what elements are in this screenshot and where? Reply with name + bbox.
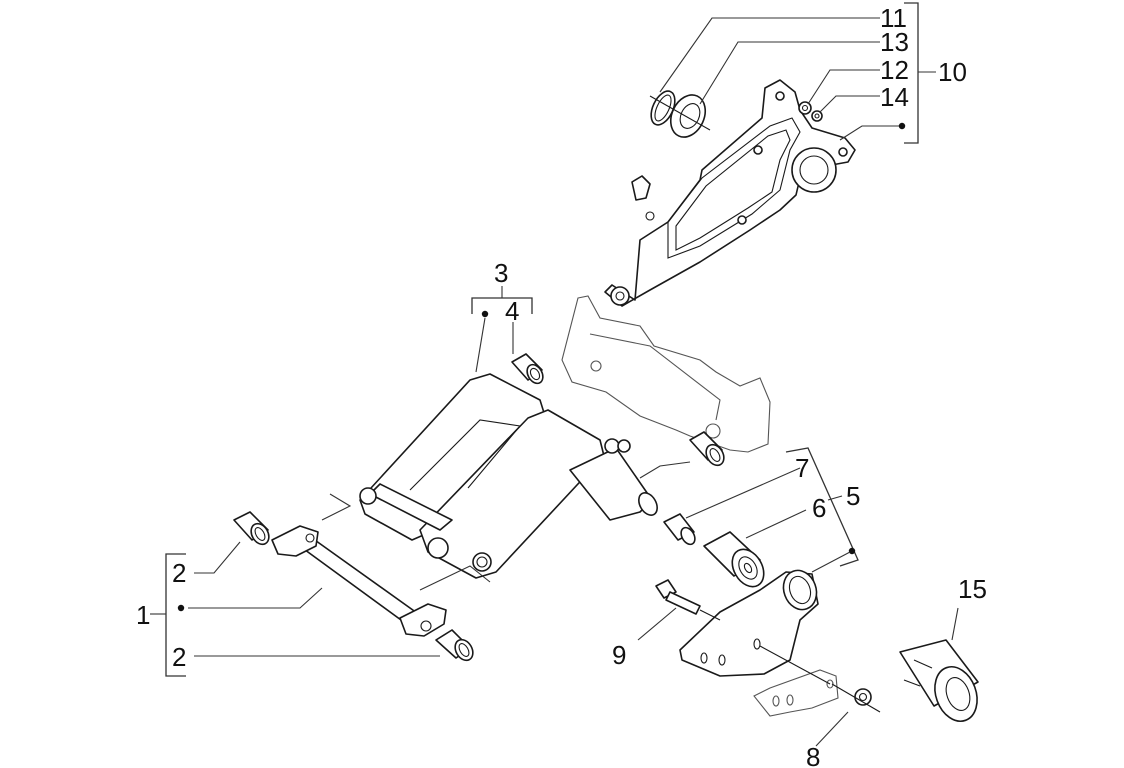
- swing-arm-part[interactable]: [604, 79, 856, 307]
- washer-part[interactable]: [811, 110, 823, 122]
- callout-5[interactable]: 5: [846, 481, 860, 511]
- callout-15[interactable]: 15: [958, 574, 987, 604]
- callout-12[interactable]: 12: [880, 55, 909, 85]
- nut-part[interactable]: [798, 101, 812, 115]
- callout-6[interactable]: 6: [812, 493, 826, 523]
- callout-3-leaders: [471, 286, 533, 373]
- pivot-pin-part[interactable]: [271, 525, 447, 637]
- plate-part[interactable]: [753, 645, 839, 717]
- callout-9[interactable]: 9: [612, 640, 626, 670]
- callout-10-leaders: [659, 2, 936, 144]
- callout-3[interactable]: 3: [494, 258, 508, 288]
- callout-8-leader: [815, 711, 849, 747]
- spacer-part[interactable]: [663, 513, 698, 547]
- bolt-part[interactable]: [655, 579, 721, 621]
- callout-2-lower[interactable]: 2: [172, 642, 186, 672]
- rubber-bushing-part[interactable]: [899, 639, 984, 727]
- callout-7[interactable]: 7: [795, 453, 809, 483]
- callout-1[interactable]: 1: [136, 600, 150, 630]
- needle-bearing-part[interactable]: [689, 431, 727, 469]
- ball-bearing-part[interactable]: [649, 89, 712, 142]
- nut-part[interactable]: [831, 683, 881, 713]
- callout-11[interactable]: 11: [880, 3, 907, 33]
- callout-8[interactable]: 8: [806, 742, 820, 768]
- callout-14[interactable]: 14: [880, 82, 909, 112]
- callout-4[interactable]: 4: [505, 296, 519, 326]
- callout-13[interactable]: 13: [880, 27, 909, 57]
- needle-bearing-part[interactable]: [233, 511, 272, 548]
- needle-bearing-part[interactable]: [511, 353, 546, 386]
- silent-block-part[interactable]: [703, 531, 770, 592]
- bullet-dot: [898, 122, 906, 130]
- callout-15-leader: [951, 607, 959, 641]
- bracket-part[interactable]: [679, 566, 822, 677]
- callout-5-leaders: [639, 447, 859, 573]
- callout-10[interactable]: 10: [938, 57, 967, 87]
- callout-2-upper[interactable]: 2: [172, 558, 186, 588]
- callout-1-leaders: [150, 493, 491, 677]
- frame-outline: [561, 295, 771, 453]
- callout-9-leader: [637, 607, 677, 641]
- needle-bearing-part[interactable]: [435, 629, 476, 664]
- linkage-arm-part[interactable]: [359, 373, 661, 579]
